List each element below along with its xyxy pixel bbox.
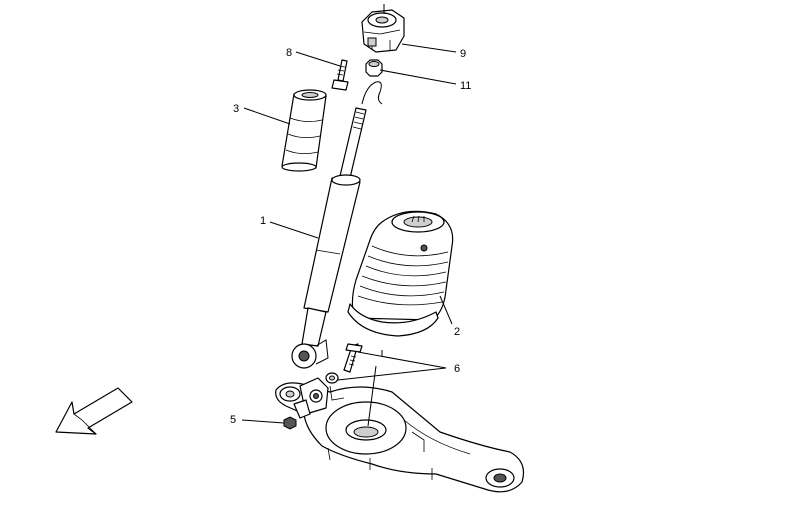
callout-labels: 8 9 11 3 1 2 6 5 bbox=[230, 47, 471, 426]
callout-6: 6 bbox=[454, 363, 460, 375]
callout-5: 5 bbox=[230, 414, 236, 426]
air-spring bbox=[347, 210, 454, 337]
leader-lines bbox=[241, 43, 457, 427]
callout-11: 11 bbox=[460, 80, 471, 92]
direction-arrow bbox=[55, 387, 133, 435]
callout-8: 8 bbox=[286, 47, 292, 59]
callout-3: 3 bbox=[233, 103, 239, 115]
bolt-and-washer bbox=[325, 343, 363, 384]
small-nut bbox=[283, 416, 297, 430]
shock-absorber bbox=[291, 107, 367, 369]
rod-clip bbox=[361, 81, 383, 105]
nut bbox=[365, 59, 383, 77]
lower-control-arm bbox=[275, 377, 525, 493]
bump-stop bbox=[281, 89, 327, 172]
callout-1: 1 bbox=[260, 215, 266, 227]
top-mount bbox=[361, 4, 405, 53]
bolt-upper bbox=[331, 59, 349, 91]
callout-9: 9 bbox=[460, 48, 466, 60]
callout-2: 2 bbox=[454, 326, 460, 338]
